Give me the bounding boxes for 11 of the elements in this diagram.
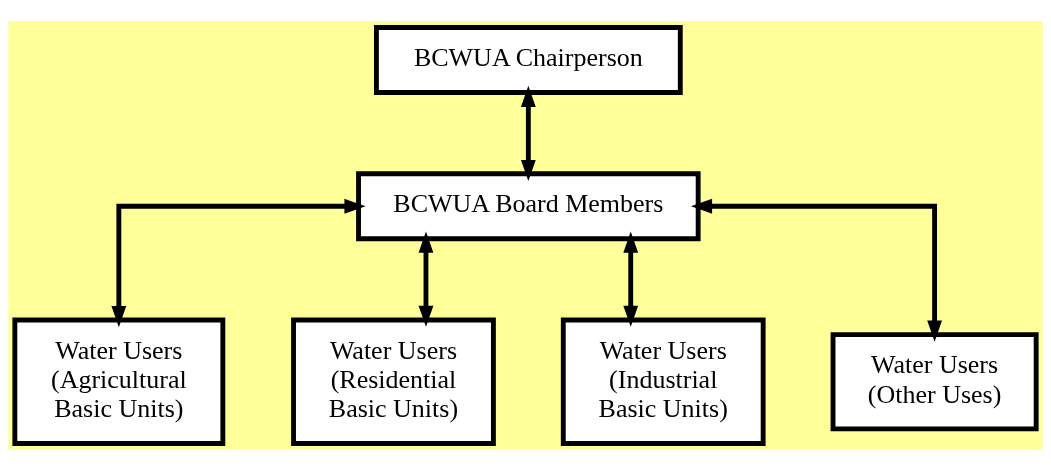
node-box: Water Users (Agricultural Basic Units) — [12, 317, 226, 446]
node-box: BCWUA Chairperson — [373, 24, 683, 95]
arrow — [690, 198, 943, 342]
arrow — [111, 198, 366, 327]
node-box: Water Users (Other Uses) — [830, 331, 1039, 431]
arrow — [520, 85, 536, 181]
arrow — [418, 230, 434, 327]
node-box: BCWUA Board Members — [356, 170, 701, 241]
arrow — [623, 230, 639, 327]
node-box: Water Users (Industrial Basic Units) — [560, 317, 766, 446]
node-box: Water Users (Residential Basic Units) — [291, 317, 496, 446]
